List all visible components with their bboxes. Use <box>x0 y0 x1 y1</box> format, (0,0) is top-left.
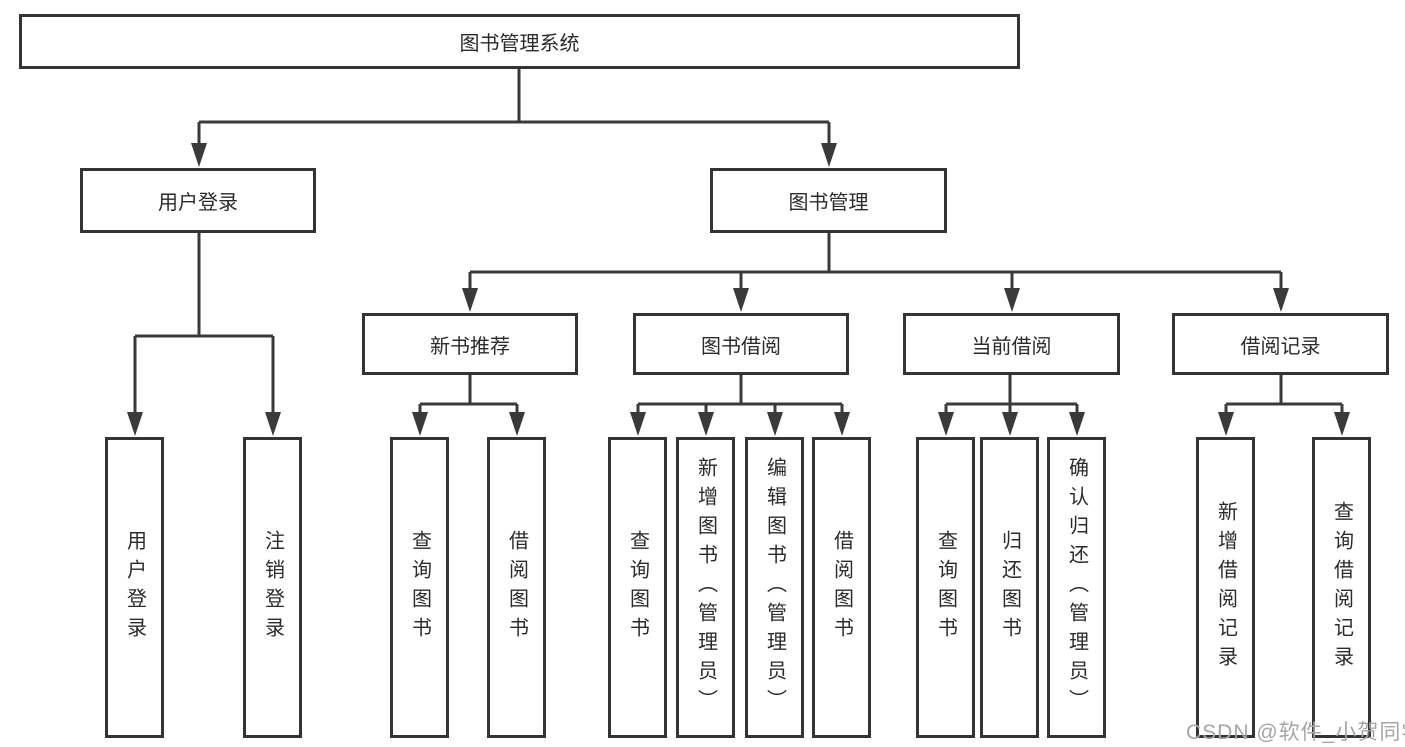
node-root: 图书管理系统 <box>19 14 1020 69</box>
node-borrowing-records: 借阅记录 <box>1172 313 1389 375</box>
watermark: CSDN @软件_小贺同学 <box>1186 721 1405 744</box>
node-user-login: 用户登录 <box>80 168 316 233</box>
leaf-logout: 注销登录 <box>243 437 302 738</box>
node-borrowing-records-label: 借阅记录 <box>1240 335 1321 358</box>
node-book-borrowing-label: 图书借阅 <box>701 335 781 358</box>
node-current-borrowing-label: 当前借阅 <box>971 335 1052 358</box>
node-root-label: 图书管理系统 <box>459 33 580 55</box>
node-user-login-label: 用户登录 <box>158 192 238 214</box>
leaf-query-books-borrowing-label: 查询图书 <box>626 529 649 646</box>
leaf-confirm-return-admin: 确认归还（管理员） <box>1047 437 1106 738</box>
leaf-user-login-label: 用户登录 <box>123 529 146 646</box>
node-new-book-recommendation-label: 新书推荐 <box>430 335 510 358</box>
leaf-query-books-recommend: 查询图书 <box>390 437 449 738</box>
node-book-borrowing: 图书借阅 <box>633 313 849 375</box>
leaf-query-books-current-label: 查询图书 <box>934 529 957 646</box>
leaf-query-books-current: 查询图书 <box>916 437 975 738</box>
leaf-logout-label: 注销登录 <box>261 529 284 646</box>
leaf-return-books: 归还图书 <box>980 437 1039 738</box>
leaf-query-books-recommend-label: 查询图书 <box>408 529 431 646</box>
leaf-borrow-books-borrowing: 借阅图书 <box>812 437 871 738</box>
leaf-return-books-label: 归还图书 <box>998 529 1021 646</box>
leaf-query-books-borrowing: 查询图书 <box>608 437 667 738</box>
leaf-query-borrow-record: 查询借阅记录 <box>1312 437 1371 738</box>
leaf-borrow-books-borrowing-label: 借阅图书 <box>830 529 853 646</box>
leaf-add-borrow-record-label: 新增借阅记录 <box>1214 500 1237 675</box>
node-new-book-recommendation: 新书推荐 <box>362 313 578 375</box>
node-current-borrowing: 当前借阅 <box>903 313 1120 375</box>
leaf-edit-book-admin-label: 编辑图书（管理员） <box>763 457 786 718</box>
leaf-confirm-return-admin-label: 确认归还（管理员） <box>1065 457 1088 718</box>
leaf-add-book-admin-label: 新增图书（管理员） <box>694 457 717 718</box>
leaf-borrow-books-recommend: 借阅图书 <box>487 437 546 738</box>
leaf-edit-book-admin: 编辑图书（管理员） <box>745 437 804 738</box>
node-book-management-label: 图书管理 <box>788 192 869 214</box>
leaf-user-login: 用户登录 <box>105 437 164 738</box>
leaf-add-book-admin: 新增图书（管理员） <box>676 437 735 738</box>
node-book-management: 图书管理 <box>710 168 947 233</box>
leaf-borrow-books-recommend-label: 借阅图书 <box>505 529 528 646</box>
leaf-query-borrow-record-label: 查询借阅记录 <box>1330 500 1353 675</box>
leaf-add-borrow-record: 新增借阅记录 <box>1196 437 1255 738</box>
